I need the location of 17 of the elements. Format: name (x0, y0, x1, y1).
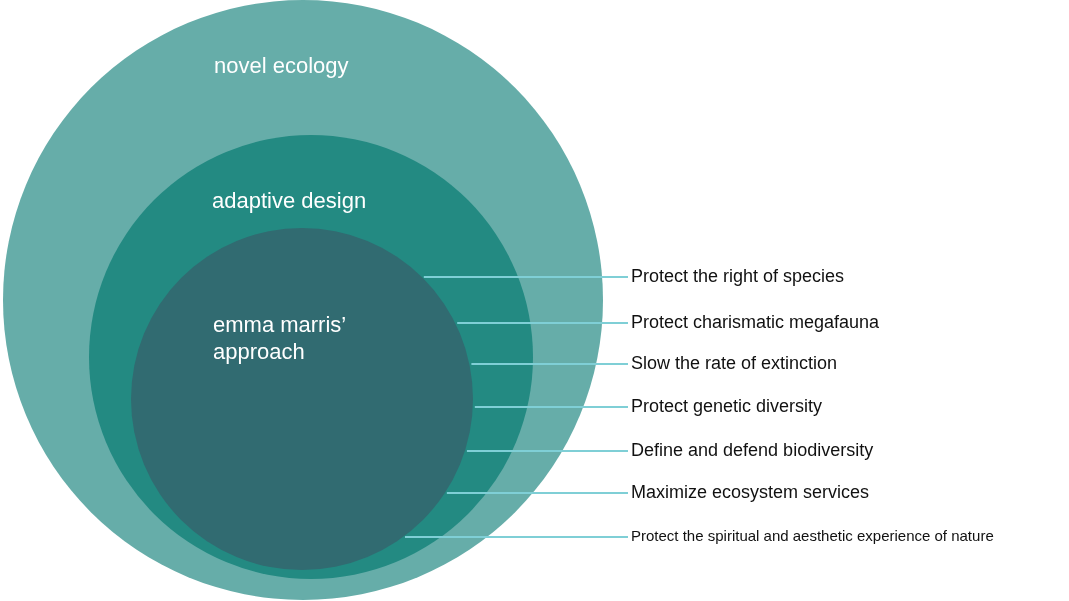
circle-label: adaptive design (212, 187, 368, 214)
leader-line (470, 363, 629, 365)
leader-line (422, 276, 629, 278)
callout-text: Slow the rate of extinction (631, 353, 838, 373)
callout-text: Maximize ecosystem services (631, 482, 870, 502)
leader-line (465, 450, 629, 452)
callout-text: Define and defend biodiversity (631, 440, 874, 460)
circle-label: novel ecology (214, 52, 350, 79)
leader-line (445, 492, 629, 494)
callout-text: Protect charismatic megafauna (631, 312, 880, 332)
leader-line (404, 536, 629, 538)
leader-line (456, 322, 629, 324)
callout-text: Protect the spiritual and aesthetic experience of nature (631, 526, 994, 546)
callout-text: Protect genetic diversity (631, 396, 823, 416)
callout-text: Protect the right of species (631, 266, 845, 286)
leader-line (473, 406, 629, 408)
circle-label: emma marris’ approach (213, 311, 347, 365)
